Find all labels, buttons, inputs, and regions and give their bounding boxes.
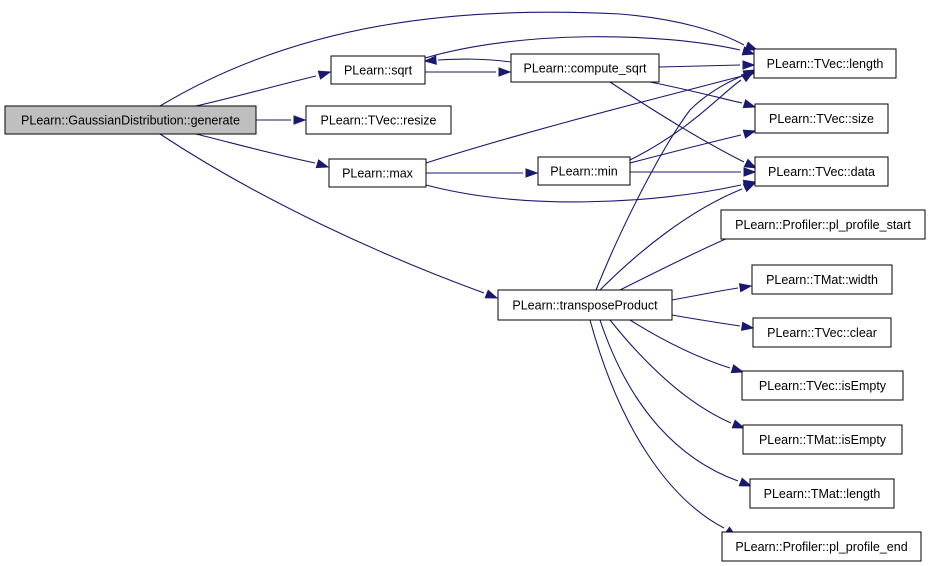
node-pl-profile-start[interactable]: PLearn::Profiler::pl_profile_start	[720, 209, 926, 240]
edge-transpose-product-to-tvec-isempty	[629, 319, 731, 369]
node-resize[interactable]: PLearn::TVec::resize	[305, 105, 452, 135]
node-tvec-size[interactable]: PLearn::TVec::size	[754, 103, 889, 134]
node-min-label: PLearn::min	[550, 165, 617, 179]
node-tmat-length-label: PLearn::TMat::length	[764, 487, 881, 501]
node-tvec-size-label: PLearn::TVec::size	[769, 112, 874, 126]
node-tvec-clear[interactable]: PLearn::TVec::clear	[752, 317, 892, 348]
arrowhead-generate-to-resize	[293, 115, 307, 125]
arrowhead-generate-to-transpose-product	[484, 289, 499, 299]
arrowhead-generate-to-max	[315, 159, 330, 169]
edge-transpose-product-to-tvec-length	[595, 75, 743, 291]
node-sqrt[interactable]: PLearn::sqrt	[330, 55, 426, 85]
node-tmat-isempty[interactable]: PLearn::TMat::isEmpty	[742, 424, 903, 455]
edge-transpose-product-to-tmat-length	[599, 319, 739, 482]
node-resize-label: PLearn::TVec::resize	[320, 114, 436, 128]
edge-max-to-tvec-data	[425, 184, 742, 203]
node-tvec-data[interactable]: PLearn::TVec::data	[754, 156, 889, 187]
node-min[interactable]: PLearn::min	[537, 156, 631, 186]
node-pl-profile-end-label: PLearn::Profiler::pl_profile_end	[735, 540, 907, 554]
node-sqrt-label: PLearn::sqrt	[344, 64, 413, 78]
node-generate-label: PLearn::GaussianDistribution::generate	[21, 114, 240, 128]
edge-generate-to-transpose-product	[159, 133, 485, 294]
edge-max-to-tvec-length	[425, 75, 743, 164]
node-compute-sqrt-label: PLearn::compute_sqrt	[524, 62, 648, 76]
arrowhead-transpose-product-to-tvec-isempty	[730, 364, 745, 374]
arrowhead-compute-sqrt-to-tvec-size	[742, 99, 757, 109]
arrowhead-compute-sqrt-to-sqrt	[423, 55, 437, 65]
node-transpose-product-label: PLearn::transposeProduct	[512, 299, 658, 313]
edge-compute-sqrt-to-tvec-length	[658, 64, 741, 68]
edge-transpose-product-to-tmat-width	[671, 287, 739, 301]
node-tvec-length[interactable]: PLearn::TVec::length	[753, 48, 897, 79]
arrowhead-transpose-product-to-tvec-clear	[740, 321, 755, 331]
edge-transpose-product-to-tvec-clear	[671, 314, 741, 327]
node-max-label: PLearn::max	[342, 167, 414, 181]
arrowhead-transpose-product-to-tvec-data	[742, 182, 757, 193]
arrowhead-generate-to-tvec-length	[744, 41, 759, 51]
edge-min-to-tvec-size	[629, 134, 742, 164]
arrowhead-generate-to-sqrt	[317, 70, 332, 80]
edge-transpose-product-to-tmat-isempty	[609, 319, 732, 424]
node-tmat-length[interactable]: PLearn::TMat::length	[749, 478, 895, 509]
node-tvec-isempty[interactable]: PLearn::TVec::isEmpty	[741, 370, 904, 401]
arrowhead-transpose-product-to-tmat-length	[738, 477, 753, 487]
arrowhead-transpose-product-to-tmat-isempty	[731, 419, 746, 429]
node-tvec-clear-label: PLearn::TVec::clear	[767, 326, 877, 340]
arrowhead-min-to-tvec-data	[743, 167, 757, 177]
node-generate[interactable]: PLearn::GaussianDistribution::generate	[4, 105, 257, 135]
edge-generate-to-sqrt	[195, 75, 317, 107]
node-tmat-width-label: PLearn::TMat::width	[766, 273, 878, 287]
call-edges	[159, 11, 759, 538]
edge-transpose-product-to-pl-profile-start	[619, 231, 743, 291]
arrowhead-sqrt-to-tvec-length	[741, 46, 756, 56]
node-transpose-product[interactable]: PLearn::transposeProduct	[497, 289, 673, 321]
node-compute-sqrt[interactable]: PLearn::compute_sqrt	[510, 53, 660, 83]
node-pl-profile-start-label: PLearn::Profiler::pl_profile_start	[735, 218, 911, 232]
arrowhead-max-to-min	[525, 168, 539, 178]
edge-compute-sqrt-to-sqrt	[437, 58, 512, 63]
node-tvec-data-label: PLearn::TVec::data	[768, 165, 875, 179]
edge-sqrt-to-tvec-length	[424, 36, 741, 59]
edge-min-to-tvec-length	[629, 79, 742, 161]
node-pl-profile-end[interactable]: PLearn::Profiler::pl_profile_end	[721, 531, 922, 562]
arrowhead-min-to-tvec-size	[742, 129, 757, 139]
node-tmat-width[interactable]: PLearn::TMat::width	[751, 264, 893, 295]
edge-transpose-product-to-tvec-data	[599, 188, 743, 291]
node-tvec-length-label: PLearn::TVec::length	[767, 57, 884, 71]
edge-generate-to-tvec-length	[159, 11, 745, 107]
arrowhead-compute-sqrt-to-tvec-data	[743, 158, 758, 169]
node-tmat-isempty-label: PLearn::TMat::isEmpty	[759, 433, 887, 447]
edge-compute-sqrt-to-tvec-size	[649, 81, 743, 104]
edge-generate-to-max	[195, 133, 316, 164]
arrowhead-transpose-product-to-tvec-length	[742, 69, 757, 80]
arrowhead-sqrt-to-compute-sqrt	[498, 67, 512, 77]
arrowhead-transpose-product-to-tmat-width	[738, 283, 753, 293]
edge-transpose-product-to-pl-profile-end	[589, 319, 725, 529]
arrowhead-compute-sqrt-to-tvec-length	[742, 60, 756, 70]
node-tvec-isempty-label: PLearn::TVec::isEmpty	[759, 379, 887, 393]
node-max[interactable]: PLearn::max	[328, 158, 427, 188]
